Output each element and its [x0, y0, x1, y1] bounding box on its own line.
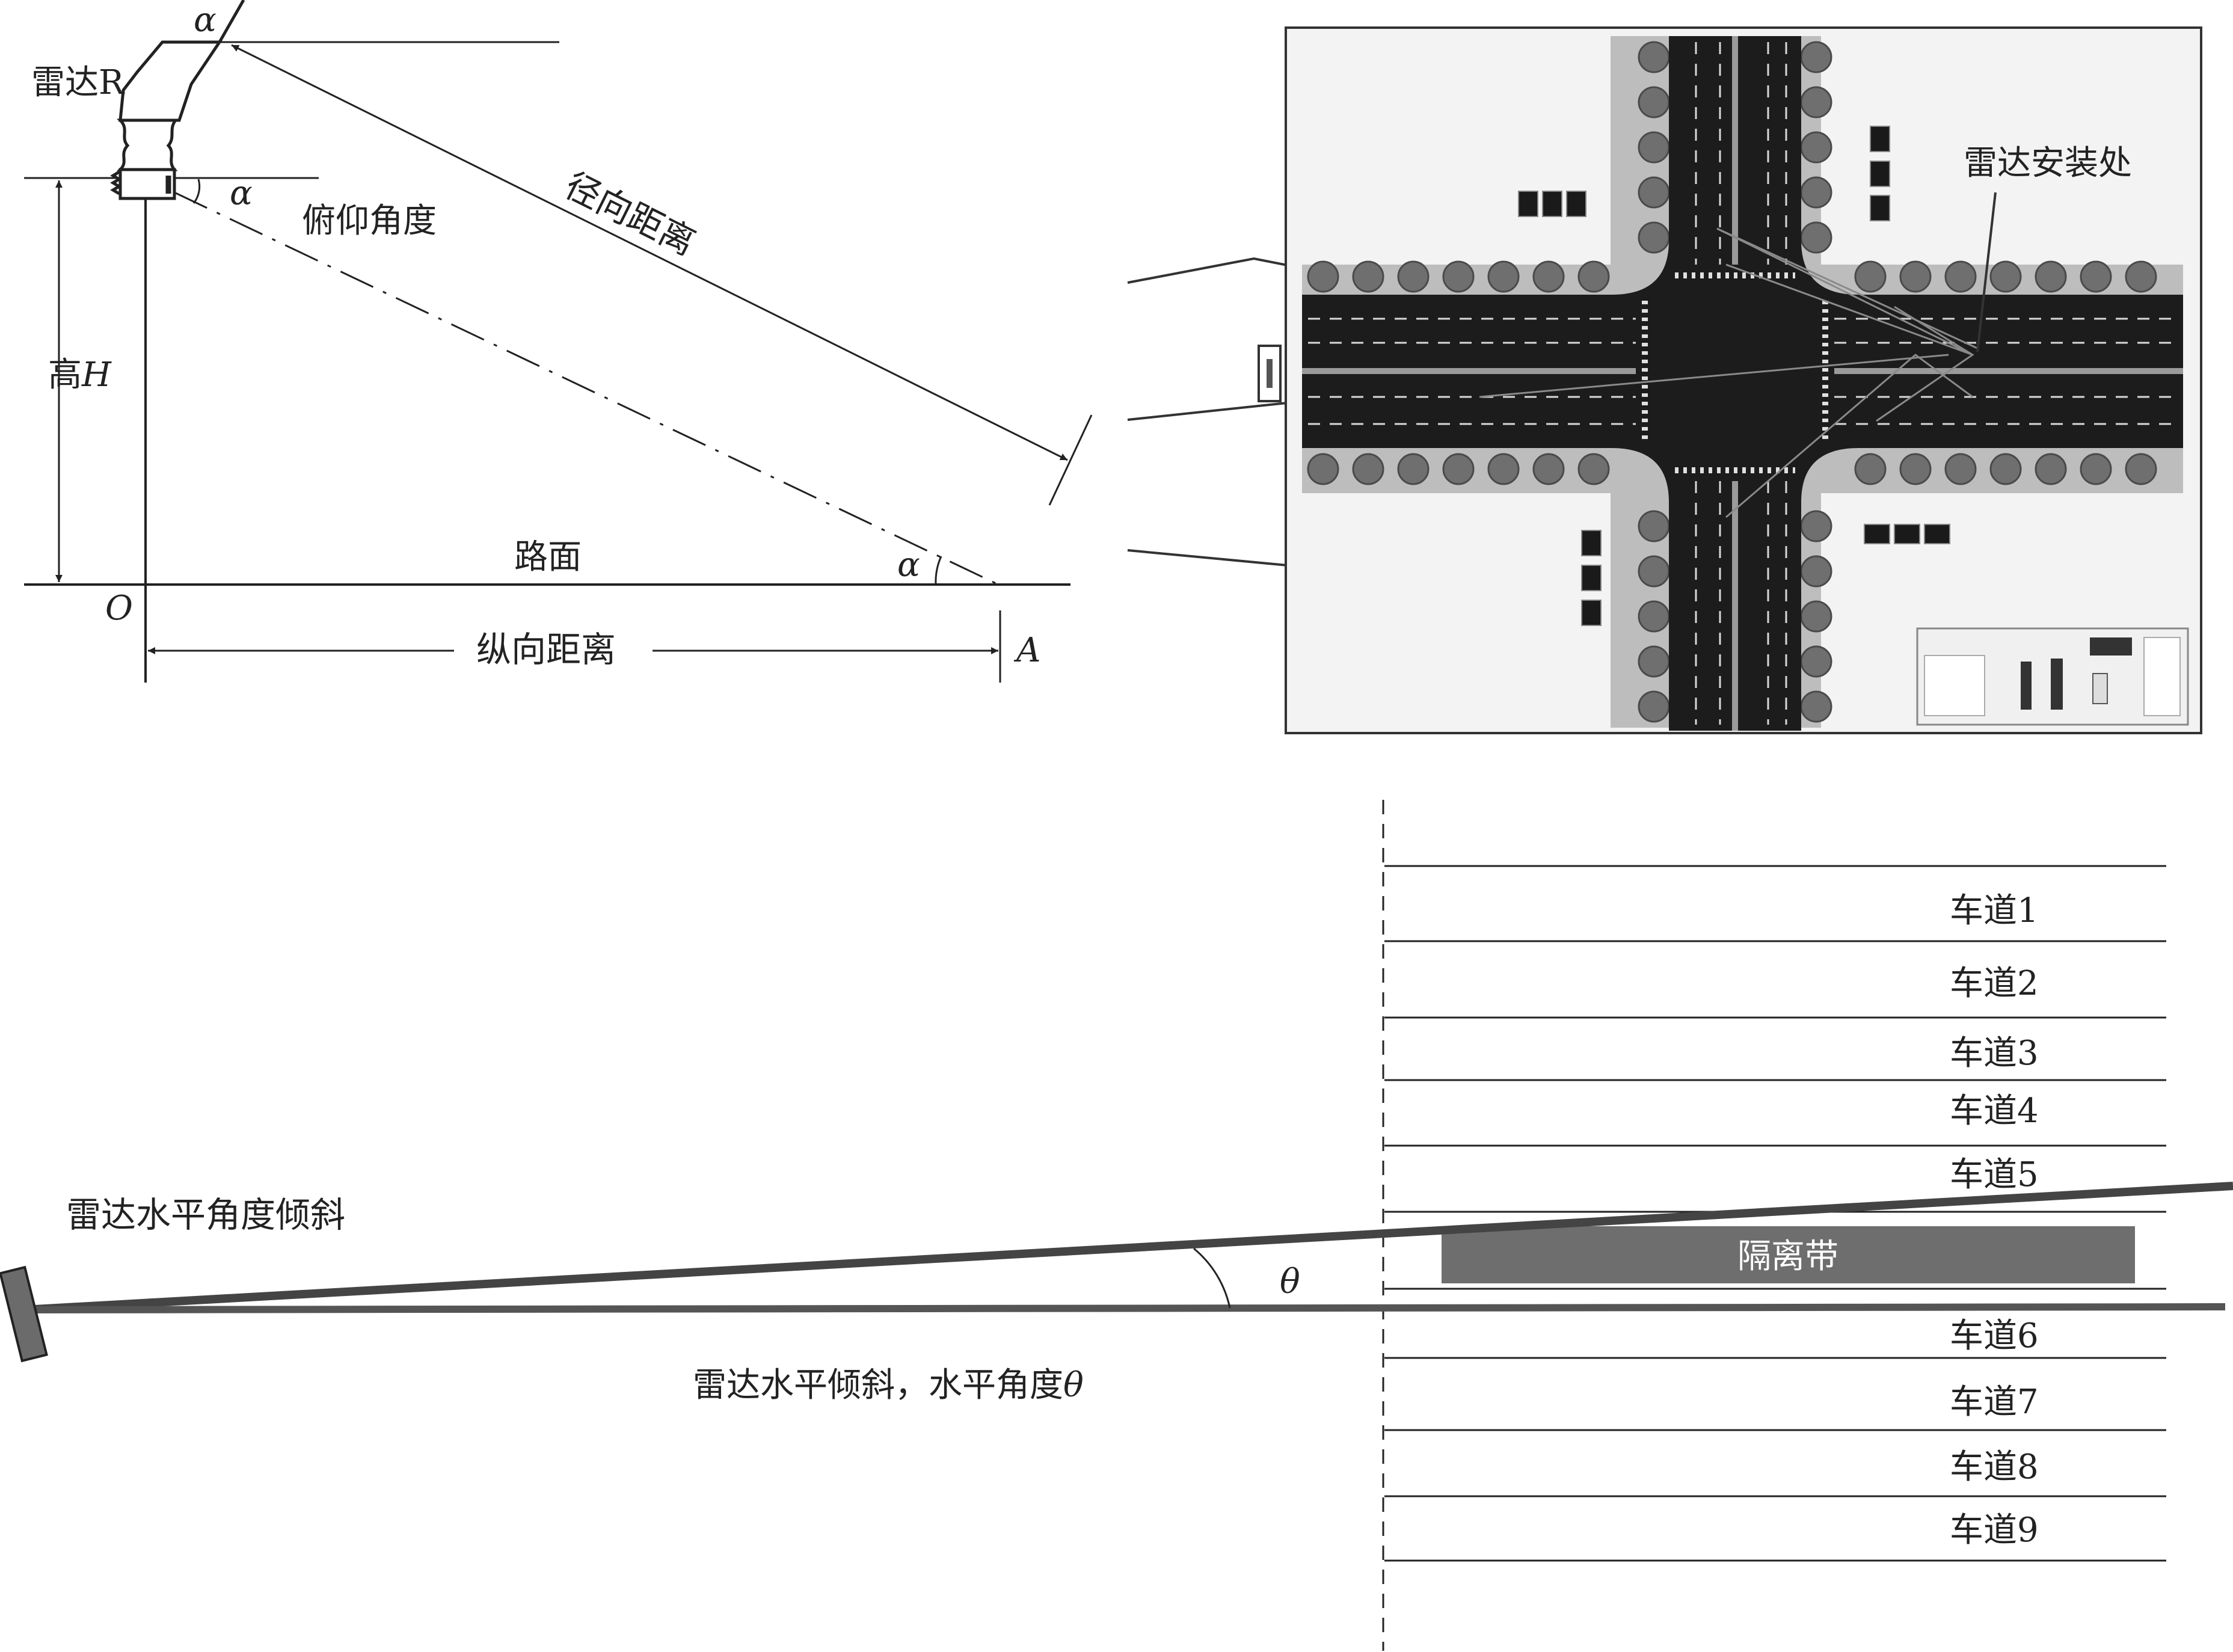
tilt-title: 雷达水平角度倾斜 — [66, 1194, 345, 1235]
origin-label: O — [105, 589, 133, 628]
lane-label: 车道4 — [1950, 1092, 2039, 1131]
height-label: 高H — [48, 355, 112, 395]
road-surface-label: 路面 — [514, 538, 582, 577]
median-strip — [1442, 1226, 2135, 1283]
radar-r-label: 雷达R — [31, 63, 125, 102]
radial-distance-label: 径向距离 — [559, 165, 702, 263]
radar-install-location-label: 雷达安装处 — [1964, 144, 2132, 183]
lane-label: 车道6 — [1950, 1316, 2039, 1356]
lane-label: 车道2 — [1950, 964, 2039, 1003]
alpha-label-radar: α — [230, 174, 253, 213]
alpha-label-road: α — [897, 545, 920, 585]
intersection-map-panel: 雷达安装处 — [1127, 26, 2202, 734]
point-a-label: A — [1013, 631, 1040, 670]
lane-label: 车道5 — [1950, 1155, 2039, 1194]
tilt-caption: 雷达水平倾斜，水平角度θ — [693, 1366, 1084, 1405]
lane-label: 车道1 — [1950, 891, 2039, 930]
median-label: 隔离带 — [1737, 1237, 1838, 1276]
tilt-diagram-panel: 隔离带 θ 雷达水平角度倾斜 雷达水平倾斜，水平角度θ 车道1 车道2 车道3 … — [0, 800, 2233, 1651]
radar-mount-icon — [110, 0, 245, 200]
lane-labels: 车道1 车道2 车道3 车道4 车道5 车道6 车道7 车道8 车道9 — [1950, 891, 2039, 1550]
longitudinal-distance-label: 纵向距离 — [476, 629, 616, 670]
lane-label: 车道7 — [1950, 1383, 2039, 1422]
lane-label: 车道9 — [1950, 1511, 2039, 1550]
radar-device-icon — [0, 1265, 48, 1363]
lane-label: 车道3 — [1950, 1034, 2039, 1073]
lane-label: 车道8 — [1950, 1448, 2039, 1487]
theta-label: θ — [1280, 1262, 1300, 1301]
alpha-label-top: α — [194, 1, 217, 40]
pitch-angle-label: 俯仰角度 — [302, 201, 437, 241]
pitch-geometry-panel: 雷达R α α 俯仰角度 径向距离 高H 路面 α O A 纵向距离 — [24, 0, 1093, 683]
street-trees — [1307, 41, 2157, 723]
map-legend — [1916, 627, 2189, 726]
